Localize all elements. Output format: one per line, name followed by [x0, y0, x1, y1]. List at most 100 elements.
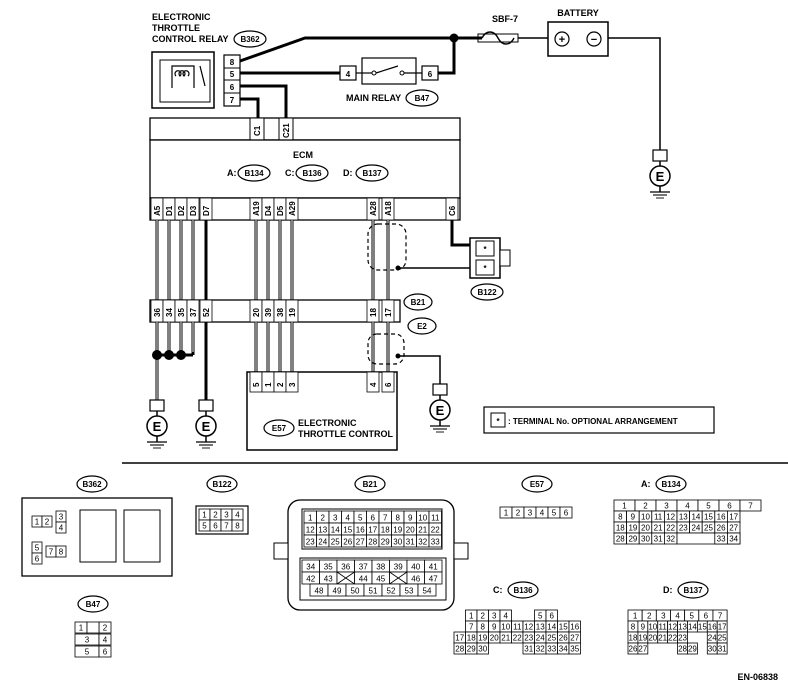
pin-number: 14 [331, 526, 340, 535]
ecm-label: ECM [293, 150, 313, 160]
pin-number: 33 [717, 535, 726, 544]
battery: BATTERY + − [547, 8, 661, 150]
pin-number: 20 [641, 524, 650, 533]
b21-pin-19: 19 [288, 308, 297, 317]
pin-number: 5 [552, 509, 557, 518]
pin-number: 33 [431, 538, 440, 547]
b21-pin-17: 17 [384, 308, 393, 317]
pin-number: 4 [59, 524, 64, 533]
pin-number: 34 [306, 563, 315, 572]
pin-number: 22 [668, 634, 677, 643]
pin-number: 41 [429, 563, 438, 572]
wire-relay8-fuse [239, 36, 454, 63]
b21-pin-36: 36 [153, 308, 162, 317]
pin-number: 40 [411, 563, 420, 572]
pin-number: 6 [371, 514, 376, 523]
pin-number: 2 [213, 511, 218, 520]
main-relay-switch-icon [375, 65, 399, 74]
pin-number: 4 [103, 636, 108, 645]
pin-number: 20 [490, 634, 499, 643]
ecm-pin-c1: C1 [253, 125, 262, 136]
ecm-pin-a28: A28 [369, 201, 378, 216]
b122-pin-1: * [483, 245, 487, 254]
pin-number: 14 [691, 513, 700, 522]
pin-number: 6 [35, 555, 40, 564]
pin-number: 3 [333, 514, 338, 523]
ecm-pin-d5: D5 [276, 205, 285, 216]
ground-label: E [436, 403, 445, 418]
pin-number: 6 [704, 612, 709, 621]
pin-number: 34 [559, 645, 568, 654]
pin-number: 5 [706, 502, 711, 511]
pin-number: 11 [431, 514, 440, 523]
wire-relay6-c21 [240, 84, 288, 118]
pin-number: 53 [405, 587, 414, 596]
pin-number: 38 [376, 563, 385, 572]
ground-icon: E [429, 383, 451, 433]
pin-number: 15 [559, 623, 568, 632]
pin-number: 6 [213, 522, 218, 531]
pin-number: 54 [423, 587, 432, 596]
battery-minus-terminal [586, 31, 602, 47]
pin-number: 14 [547, 623, 556, 632]
pin-number: 48 [315, 587, 324, 596]
pin-number: 1 [622, 502, 627, 511]
relay-title-3: CONTROL RELAY [152, 34, 229, 44]
pin-number: 23 [679, 524, 688, 533]
throttle-control-relay: ELECTRONIC THROTTLE CONTROL RELAY B362 8… [151, 12, 267, 109]
battery-plus-terminal [554, 31, 570, 47]
pin-number: 19 [478, 634, 487, 643]
b21-pin-35: 35 [177, 308, 186, 317]
pin-number: 16 [717, 513, 726, 522]
relay-pin-8: 8 [230, 58, 235, 67]
relay-title-2: THROTTLE [152, 23, 200, 33]
pin-number: 10 [641, 513, 650, 522]
pin-number: 1 [308, 514, 313, 523]
pin-number: 8 [481, 623, 486, 632]
connector-id: B21 [363, 480, 378, 489]
pin-number: 49 [333, 587, 342, 596]
pin-number: 7 [383, 514, 388, 523]
pin-number: 11 [659, 623, 668, 632]
main-relay-id-badge [405, 89, 439, 107]
pin-number: 5 [85, 648, 90, 657]
shield-lower [367, 333, 405, 365]
pin-number: 1 [79, 624, 84, 633]
pin-number: 10 [418, 514, 427, 523]
pin-number: 30 [478, 645, 487, 654]
legend-symbol: * [496, 417, 500, 426]
pin-number: 12 [524, 623, 533, 632]
pin-number: 33 [547, 645, 556, 654]
pin-number: 6 [550, 612, 555, 621]
ground-icon: E [146, 399, 168, 449]
etc-pin-3: 3 [288, 382, 297, 387]
main-relay-pin-4: 4 [346, 70, 351, 79]
pin-number: 5 [538, 612, 543, 621]
pin-number: 6 [103, 648, 108, 657]
ecm-pin-a18: A18 [384, 201, 393, 216]
pin-number: 16 [356, 526, 365, 535]
pin-number: 24 [708, 634, 717, 643]
wire-c6-b122 [450, 220, 470, 247]
pin-number: 18 [616, 524, 625, 533]
ecm-conn-c-prefix: C: [285, 168, 295, 178]
pin-number: 4 [675, 612, 680, 621]
pin-number: 31 [718, 645, 727, 654]
e2-id: E2 [417, 322, 427, 331]
connector-id: B122 [212, 480, 232, 489]
ecm-conn-a-id: B134 [244, 169, 264, 178]
pin-number: 17 [729, 513, 738, 522]
shield-upper [367, 223, 407, 271]
pin-number: 5 [35, 544, 40, 553]
pin-number: 32 [536, 645, 545, 654]
ecm-pin-c21: C21 [282, 123, 291, 138]
pin-number: 3 [85, 636, 90, 645]
etc-pin-6: 6 [384, 382, 393, 387]
ecm-pin-d3: D3 [189, 205, 198, 216]
pin-number: 18 [381, 526, 390, 535]
b21-pin-20: 20 [252, 308, 261, 317]
fuse-icon [481, 31, 515, 45]
pin-number: 30 [393, 538, 402, 547]
pin-number: 29 [381, 538, 390, 547]
